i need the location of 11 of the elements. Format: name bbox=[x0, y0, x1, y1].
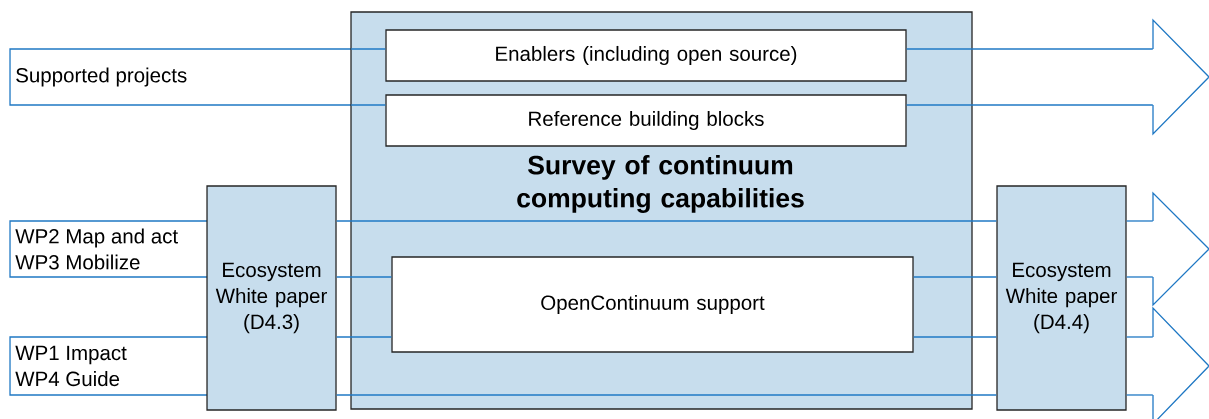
process-box: Enablers (including open source) bbox=[385, 29, 907, 82]
arrowhead bbox=[1152, 306, 1209, 419]
arrow-band: Supported projects bbox=[9, 48, 352, 106]
document-box: Ecosystem White paper (D4.4) bbox=[996, 185, 1127, 411]
arrow-band: WP1 Impact WP4 Guide bbox=[9, 336, 208, 396]
process-box: Reference building blocks bbox=[385, 94, 907, 147]
process-box: OpenContinuum support bbox=[391, 256, 914, 353]
document-box: Ecosystem White paper (D4.3) bbox=[206, 185, 337, 411]
arrow-band: WP2 Map and act WP3 Mobilize bbox=[9, 220, 208, 278]
arrowhead bbox=[1152, 18, 1209, 136]
arrowhead bbox=[1152, 191, 1209, 307]
